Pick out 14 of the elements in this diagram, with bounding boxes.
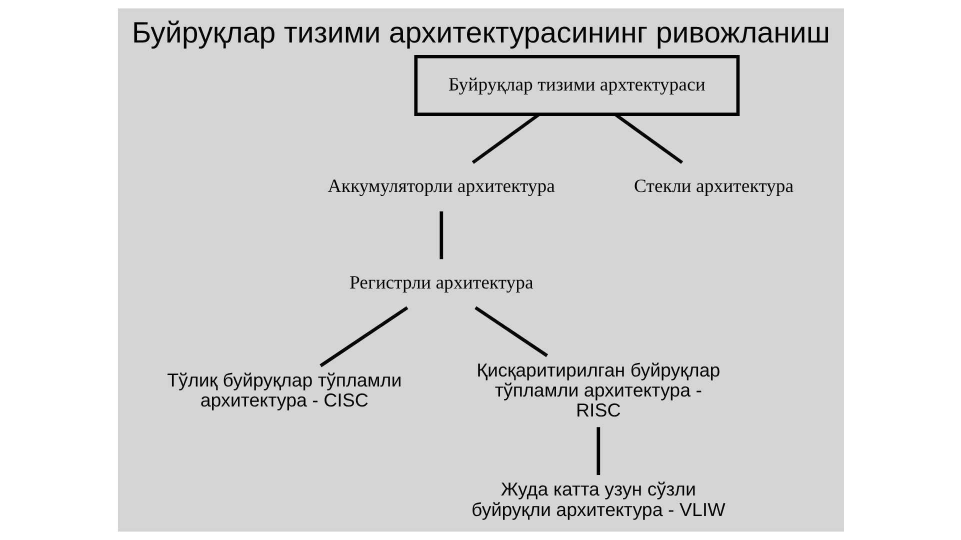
node-text: Регистрли архитектура <box>348 272 533 294</box>
node-text: Аккумуляторли архитектура <box>327 176 555 197</box>
connector <box>439 211 443 260</box>
diagram-title: Буйруқлар тизими архитектурасининг ривожланиш <box>131 16 830 50</box>
node-text: Тўлиқ буйруқлар тўпламли архитектура - CISC <box>166 369 402 410</box>
connector <box>474 306 548 358</box>
connector <box>596 427 600 475</box>
connector <box>319 306 408 368</box>
connector <box>614 113 683 164</box>
node-text: Стекли архитектура <box>634 176 794 197</box>
connector <box>471 113 540 164</box>
node-text: Жуда катта узун сўзли буйруқли архитектура - VLIW <box>471 478 725 520</box>
node-box: Буйруқлар тизими архтектураси <box>414 54 740 116</box>
node-text: Қисқаритирилган буйруқлар тўпламли архитектура - RISC <box>476 359 720 421</box>
